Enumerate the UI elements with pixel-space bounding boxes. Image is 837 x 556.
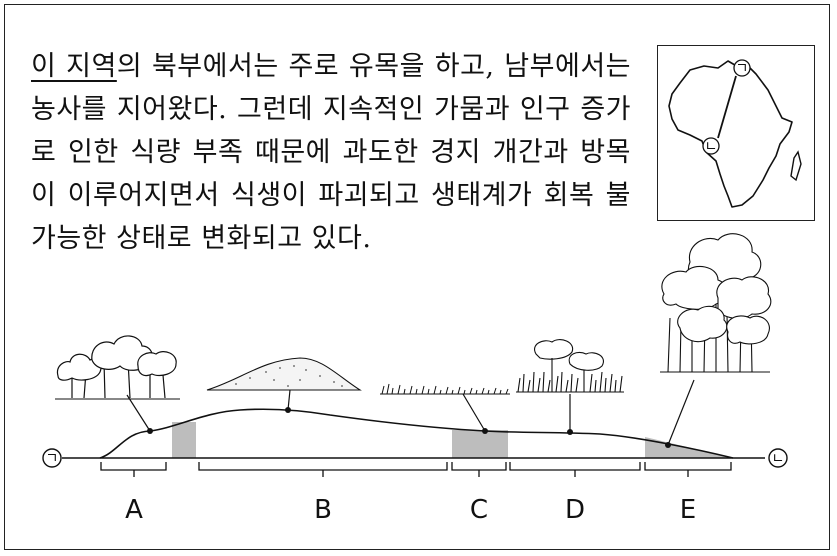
passage-text: 이 지역의 북부에서는 주로 유목을 하고, 남부에서는 농사를 지어왔다. 그…	[31, 45, 631, 260]
marker-south-circle	[702, 137, 720, 155]
marker-north-label: ㄱ	[736, 61, 749, 77]
africa-map-svg: ㄱ ㄴ	[668, 59, 802, 208]
question-frame: 이 지역의 북부에서는 주로 유목을 하고, 남부에서는 농사를 지어왔다. 그…	[4, 4, 830, 550]
transect-line	[717, 75, 737, 139]
marker-north-circle	[733, 59, 751, 77]
marker-south-label: ㄴ	[705, 139, 718, 155]
passage-body: 의 북부에서는 주로 유목을 하고, 남부에서는 농사를 지어왔다. 그런데 지…	[31, 51, 631, 254]
africa-outline	[668, 60, 793, 208]
madagascar-outline	[790, 150, 802, 182]
highlighted-phrase: 이 지역	[31, 51, 117, 82]
africa-map: ㄱ ㄴ	[657, 45, 815, 221]
